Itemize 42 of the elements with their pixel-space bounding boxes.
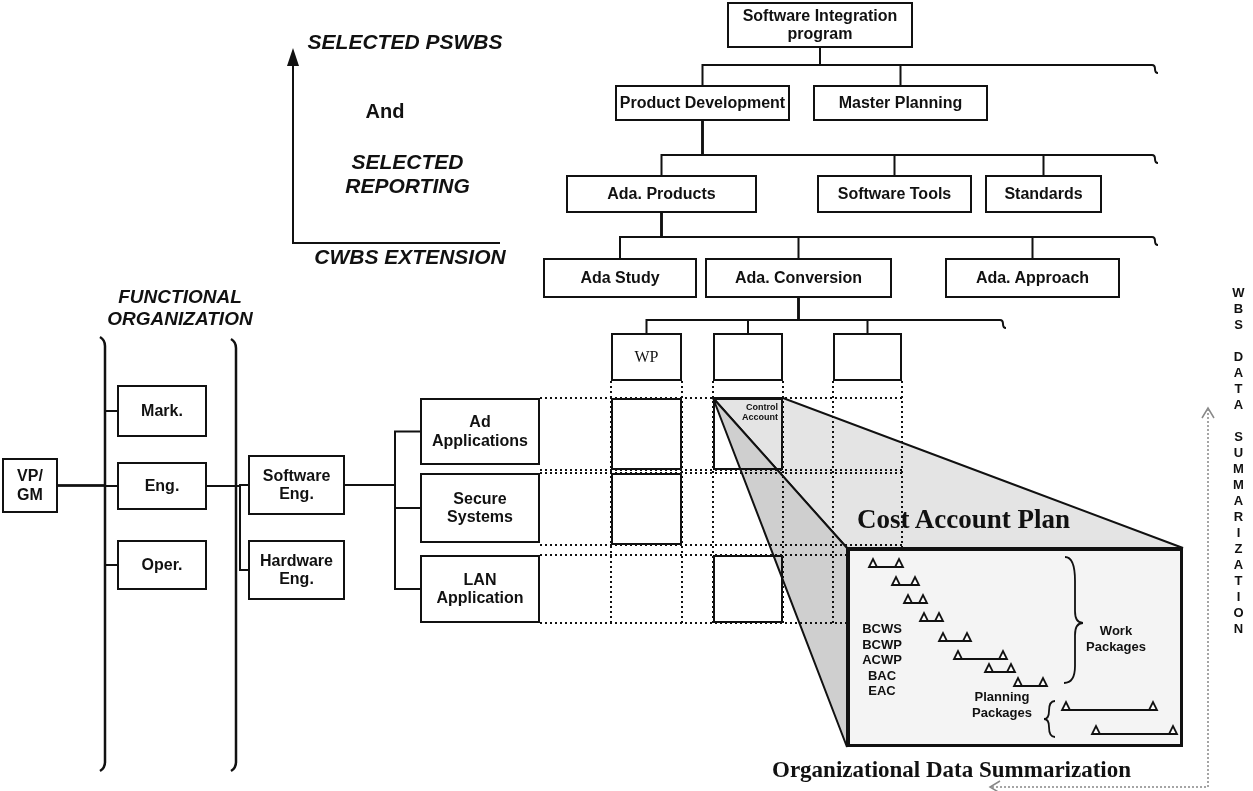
org-box: Secure Systems [420,473,540,543]
package-label: Work Packages [1086,623,1146,655]
section-label: FUNCTIONAL ORGANIZATION [106,286,254,330]
section-label: CWBS EXTENSION [313,245,507,269]
matrix-cell [611,473,682,545]
section-label: And [364,100,406,123]
vertical-label: WBS DATA SUMMARIZATION [1230,285,1247,637]
connector-line [660,212,1159,246]
wbs-box: Ada. Products [566,175,757,213]
org-box: LAN Application [420,555,540,623]
work-package-box [833,333,902,381]
connector-line [344,484,421,590]
org-box: VP/ GM [2,458,58,513]
section-label: SELECTED PSWBS [306,30,504,54]
wbs-box: Software Integration program [727,2,913,48]
wbs-box: Master Planning [813,85,988,121]
org-box: Hardware Eng. [248,540,345,600]
connector-line [797,297,1007,329]
matrix-cell [713,555,783,623]
org-box: Software Eng. [248,455,345,515]
wbs-box: Ada. Approach [945,258,1120,298]
wbs-box: Software Tools [817,175,972,213]
wbs-box: Ada. Conversion [705,258,892,298]
connector-line [701,120,1159,164]
connector-line [57,484,118,566]
metric-list: BCWS BCWP ACWP BAC EAC [858,621,906,699]
package-label: Planning Packages [971,689,1033,721]
wbs-box: Standards [985,175,1102,213]
org-box: Eng. [117,462,207,510]
work-package-box: WP [611,333,682,381]
org-box: Mark. [117,385,207,437]
connector-line [819,47,1159,74]
wbs-box: Ada Study [543,258,697,298]
work-package-box [713,333,783,381]
section-label: SELECTED REPORTING [344,150,471,198]
control-account-cell: Control Account [713,398,783,470]
org-box: Oper. [117,540,207,590]
org-box: Ad Applications [420,398,540,465]
plan-heading: Cost Account Plan [857,504,1070,535]
matrix-cell [611,398,682,470]
caption-label: Organizational Data Summarization [772,757,1132,783]
wbs-box: Product Development [615,85,790,121]
